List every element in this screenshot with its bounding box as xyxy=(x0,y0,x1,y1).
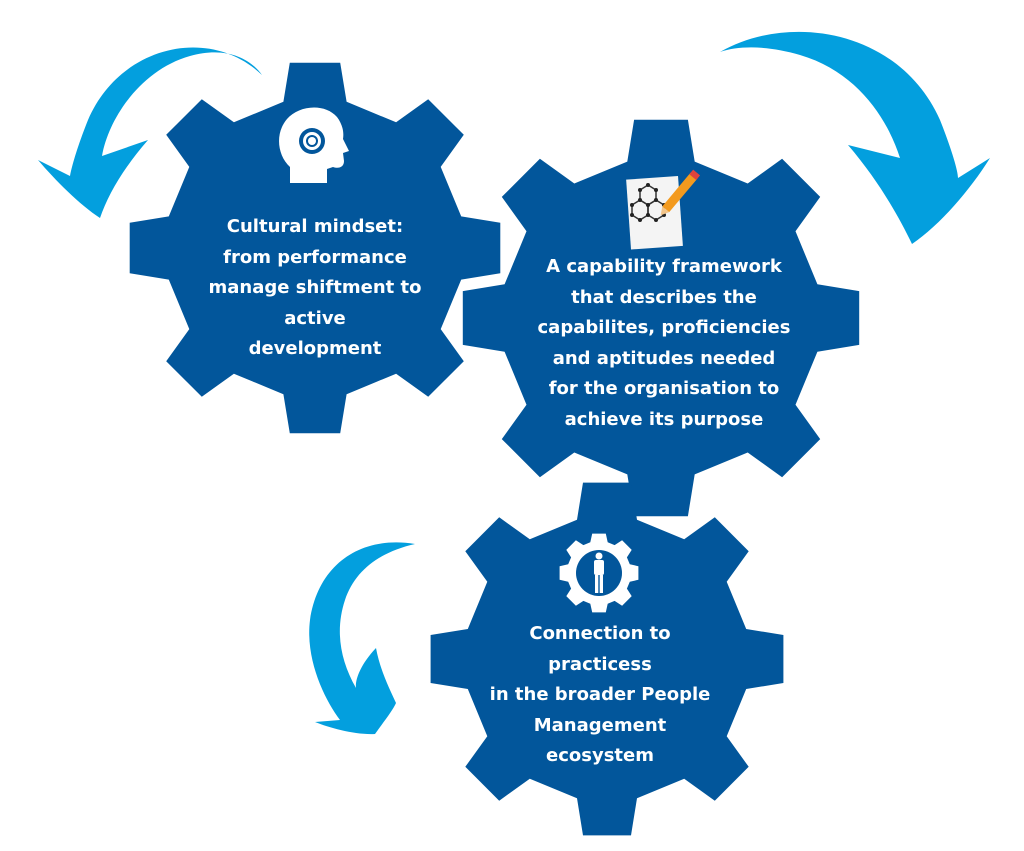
text-line: for the organisation to xyxy=(548,378,780,399)
text-line: Connection to xyxy=(529,623,671,644)
gear-connection-practices xyxy=(430,482,784,836)
text-line: from performance xyxy=(223,246,407,268)
gear-text-connection-practices: Connection to practicess in the broader Pe… xyxy=(490,619,711,772)
gear-cultural-mindset xyxy=(129,62,501,434)
text-line: that describes the xyxy=(571,286,757,308)
gear-text-capability-framework: A capability framework that describes the… xyxy=(538,252,791,435)
text-line: achieve its purpose xyxy=(564,408,764,430)
text-line: manage shiftment to xyxy=(208,277,422,298)
text-line: ecosystem xyxy=(546,745,654,766)
text-line: and aptitudes needed xyxy=(552,347,776,369)
curved-arrow-bottom-left xyxy=(309,542,415,735)
text-line: Management xyxy=(533,714,667,736)
head-gear-icon xyxy=(279,107,349,183)
gear-text-cultural-mindset: Cultural mindset: from performance manage … xyxy=(209,212,422,365)
text-line: capabilites, proficiencies xyxy=(537,317,791,338)
text-line: development xyxy=(248,338,382,359)
text-line: in the broader People xyxy=(489,684,711,705)
curved-arrow-top-right xyxy=(720,31,990,245)
text-line: A capability framework xyxy=(546,256,782,277)
person-in-gear-icon xyxy=(559,533,639,613)
curved-arrow-top-left xyxy=(38,47,262,218)
network-diagram-pencil-icon xyxy=(626,169,701,250)
text-line: active xyxy=(284,307,346,329)
gear-capability-framework xyxy=(462,119,860,517)
text-line: practicess xyxy=(548,653,652,675)
text-line: Cultural mindset: xyxy=(226,216,404,237)
